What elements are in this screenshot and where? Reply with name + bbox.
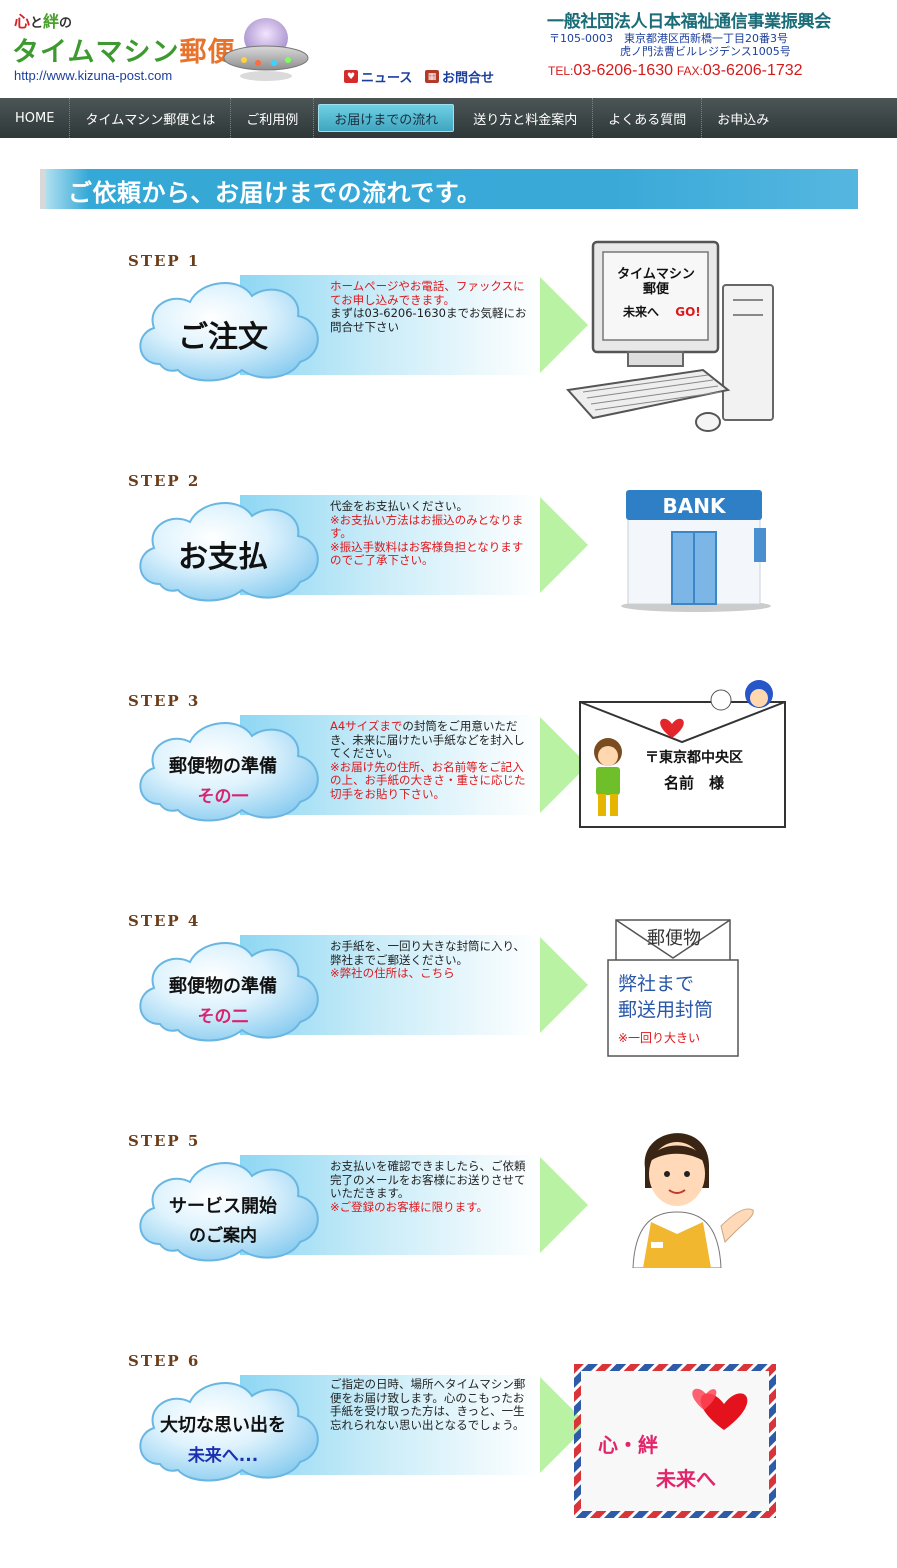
org-name: 一般社団法人日本福祉通信事業振興会 [547,12,831,32]
letter-line2: 未来へ [656,1467,716,1491]
step-subtitle: その一 [197,787,249,807]
pc-text-3: 未来へ [622,304,659,319]
step-description: お手紙を、一回り大きな封筒に入り、弊社までご郵送ください。※弊社の住所は、こちら [330,939,526,980]
bank-text: BANK [663,494,727,518]
step-title: ご注文 [178,320,268,355]
receptionist-icon [632,1133,754,1268]
nav-item-apply[interactable]: お申込み [717,112,770,128]
step-label: STEP 2 [128,472,201,490]
arrow-right-icon [540,1157,588,1253]
nav-item-flow[interactable]: お届けまでの流れ [318,104,455,132]
step-description: 代金をお支払いください。※お支払い方法はお振込のみとなります。※振込手数料はお客… [330,499,524,567]
ufo-icon [223,18,309,81]
envelope-address: 〒東京都中央区 [645,749,743,766]
step-label: STEP 3 [128,692,201,710]
contact-numbers: TEL:03-6206-1630 FAX:03-6206-1732 [548,62,803,79]
news-link[interactable]: ♥ ニュース [344,67,412,86]
arrow-right-icon [540,277,588,373]
logo-title[interactable]: タイムマシン郵便 [12,37,236,68]
site-url[interactable]: http://www.kizuna-post.com [14,68,173,83]
envelope-icon: 〒東京都中央区 名前 様 [579,680,786,828]
arrow-right-icon [540,937,588,1033]
airmail-letter-icon: 心・絆 未来へ [574,1364,776,1518]
nav-item-examples[interactable]: ご利用例 [231,98,315,138]
mailing-envelope-icon: 郵便物 弊社まで 郵送用封筒 ※一回り大きい [607,919,739,1057]
step-description: お支払いを確認できましたら、ご依頼完了のメールをお客様にお送りさせていただきます… [330,1159,526,1214]
step-subtitle: のご案内 [189,1226,257,1246]
mail-icon: ▦ [425,70,439,83]
step-description: ホームページやお電話、ファックスにてお申し込みできます。まずは03-6206-1… [330,279,527,334]
address-line1: 〒105-0003 東京都港区西新橋一丁目20番3号 [549,32,788,45]
step-subtitle: その二 [197,1007,249,1027]
mail-note: ※一回り大きい [618,1031,700,1045]
mail-line2: 郵送用封筒 [618,999,713,1021]
step-title: 郵便物の準備 [169,976,277,997]
step-label: STEP 1 [128,252,201,270]
address-link[interactable]: ※弊社の住所は、こちら [330,966,455,980]
nav-item-about[interactable]: タイムマシン郵便とは [70,98,232,138]
step-title: サービス開始 [169,1196,277,1217]
step-description: A4サイズまでの封筒をご用意いただき、未来に届けたい手紙などを封入してください。… [330,719,526,801]
step-description: ご指定の日時、場所へタイムマシン郵便をお届け致します。心のこもったお手紙を受け取… [330,1377,526,1432]
step-subtitle: 未来へ... [187,1446,259,1466]
mail-label: 郵便物 [647,928,701,949]
step-title: 郵便物の準備 [169,756,277,777]
pc-text-go: GO! [675,305,701,319]
step-label: STEP 4 [128,912,201,930]
nav-item-home[interactable]: HOME [0,98,71,138]
bank-icon: BANK [621,490,771,612]
step-label: STEP 5 [128,1132,201,1150]
pc-text-1: タイムマシン [617,267,695,282]
address-line2: 虎ノ門法曹ビルレジデンス1005号 [620,45,791,58]
letter-line1: 心・絆 [598,1433,658,1457]
section-heading: ご依頼から、お届けまでの流れです。 [40,169,858,209]
nav-item-faq[interactable]: よくある質問 [593,98,703,138]
main-nav: HOME タイムマシン郵便とは ご利用例 お届けまでの流れ 送り方と料金案内 よ… [0,98,897,138]
page-title: ご依頼から、お届けまでの流れです。 [68,179,482,207]
pc-text-2: 郵便 [643,281,670,297]
contact-link[interactable]: ▦ お問合せ [425,67,494,86]
mail-line1: 弊社まで [618,973,694,995]
logo-tagline: 心と絆の [14,12,73,31]
envelope-name: 名前 様 [664,774,725,792]
nav-item-pricing[interactable]: 送り方と料金案内 [458,98,594,138]
computer-icon: タイムマシン 郵便 未来へ GO! [566,240,774,432]
arrow-right-icon [540,497,588,593]
step-title: 大切な思い出を [160,1415,286,1436]
heart-icon: ♥ [344,70,358,83]
step-title: お支払 [178,540,268,575]
step-label: STEP 6 [128,1352,201,1370]
